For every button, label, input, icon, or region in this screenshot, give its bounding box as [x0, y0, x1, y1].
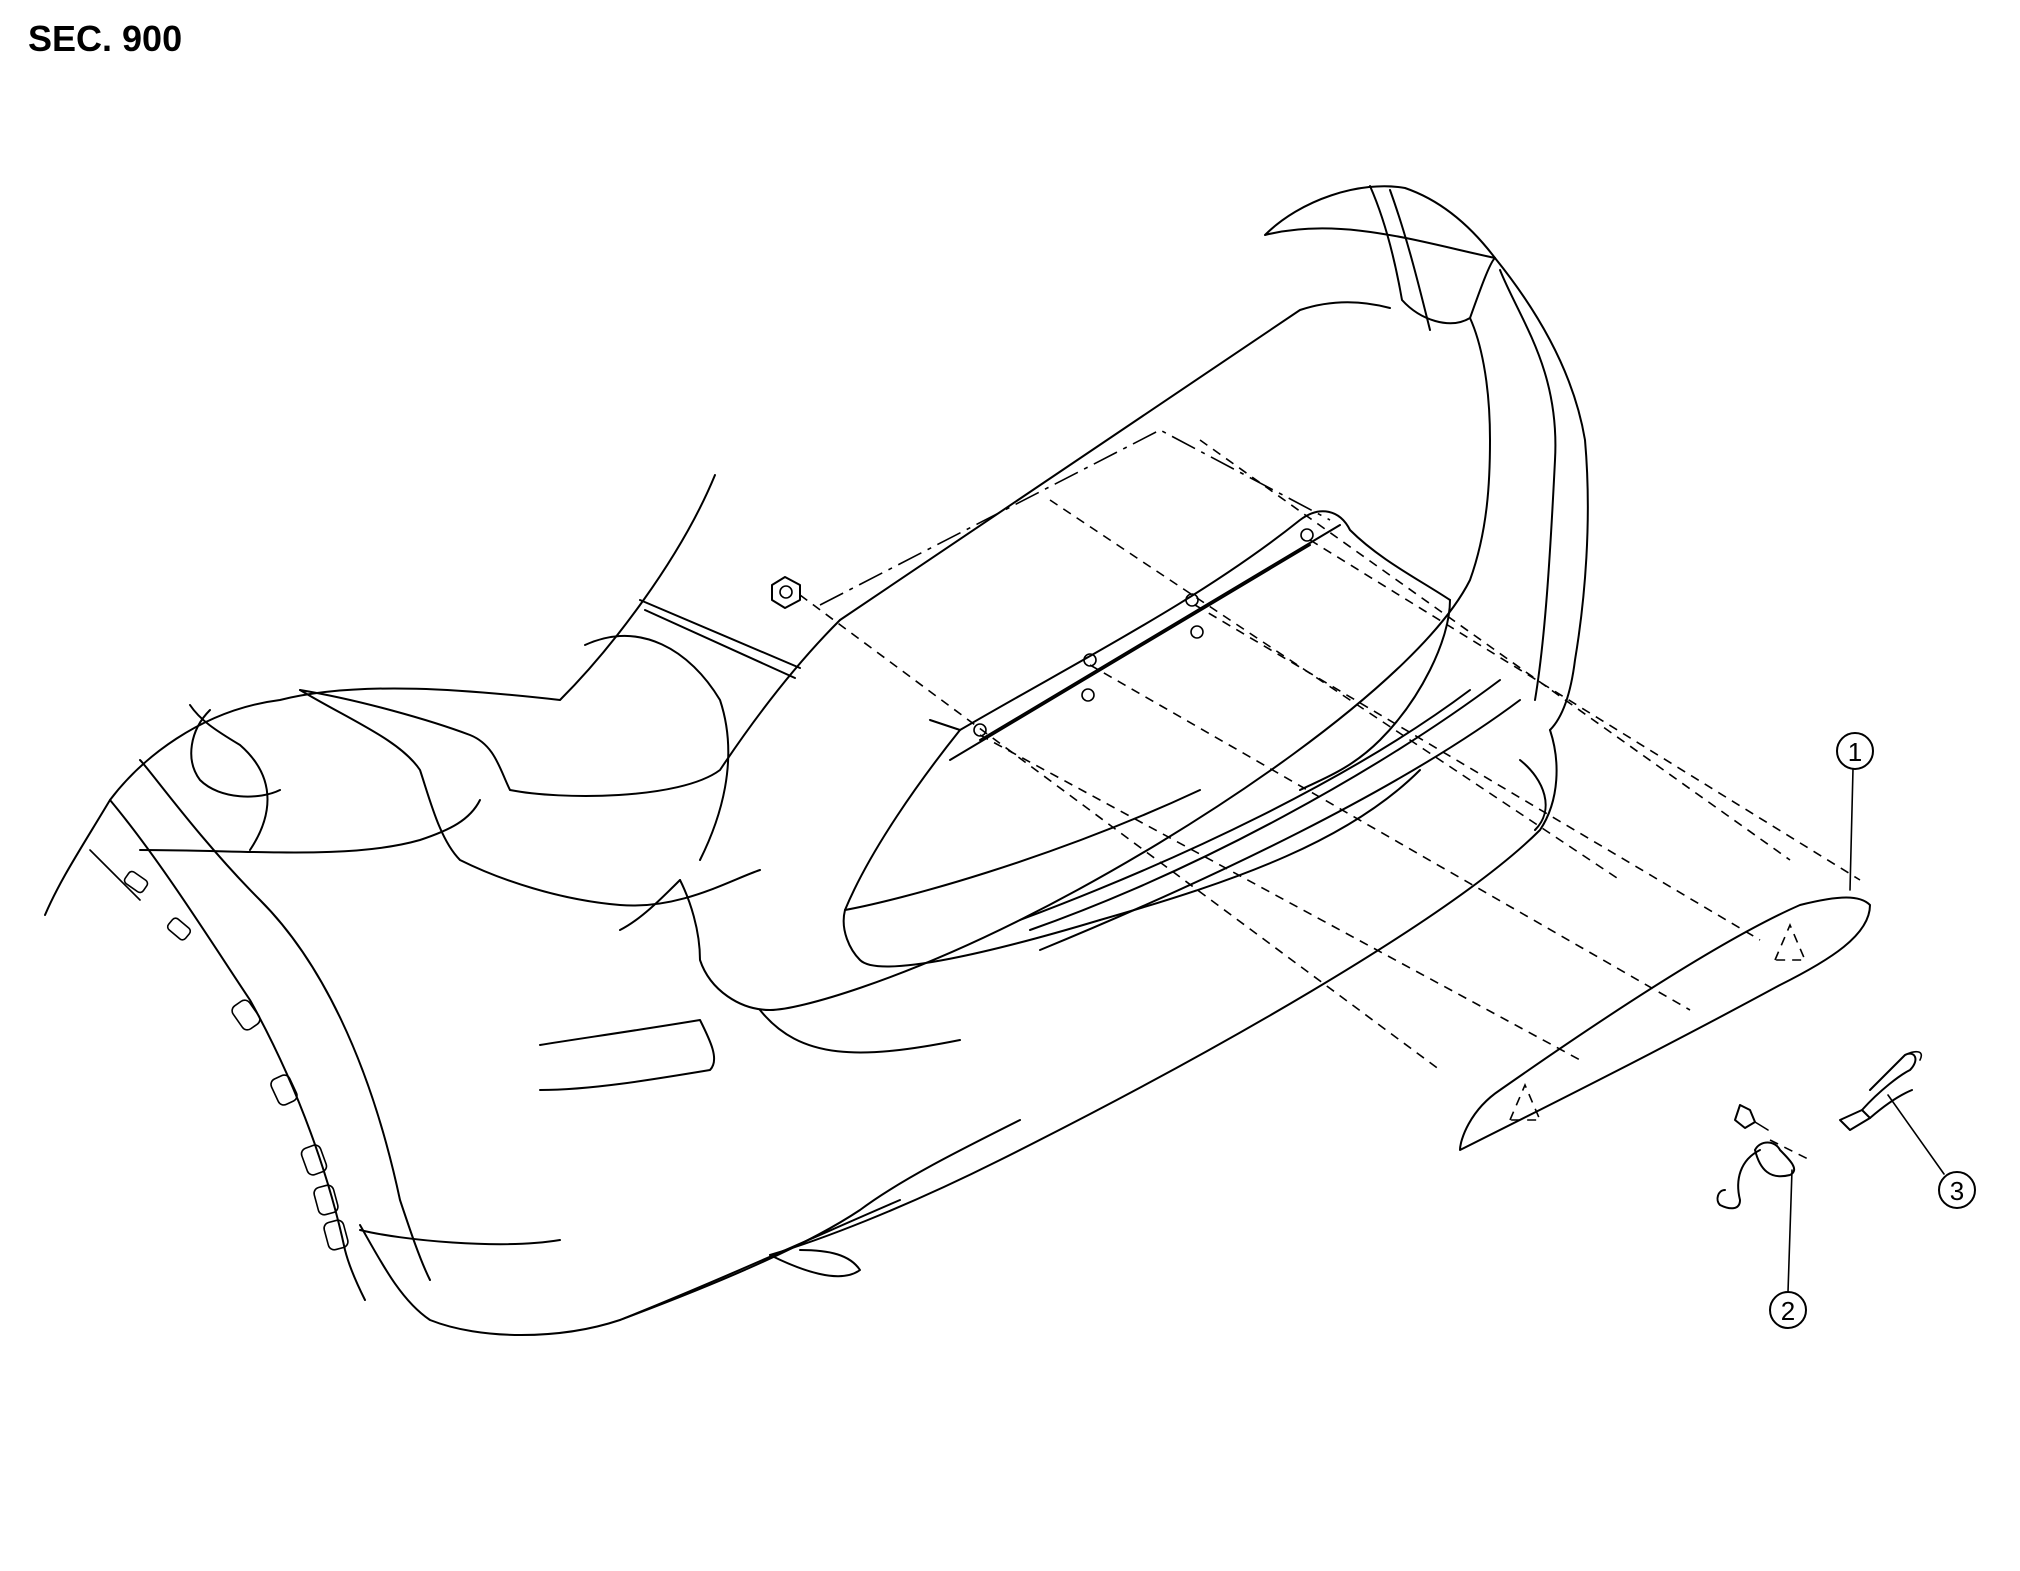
bumper-body: [44, 301, 1558, 1336]
callout-3: 3: [1887, 1094, 1976, 1209]
license-finisher-part: [1459, 896, 1871, 1151]
callout-label: 1: [1848, 737, 1862, 767]
mount-hole: [1083, 653, 1097, 667]
mount-hole: [1300, 528, 1314, 542]
assembly-lines: [799, 429, 1861, 1071]
mount-hole: [1190, 625, 1204, 639]
mount-hole: [1081, 688, 1095, 702]
bumper-side-clips: [123, 870, 349, 1251]
rear-hatch-outline: [1264, 185, 1589, 731]
mount-hole: [1185, 593, 1199, 607]
callout-label: 3: [1950, 1176, 1964, 1206]
callout-1: 1: [1836, 732, 1874, 891]
harness-clip-part: [1716, 1104, 1811, 1210]
callout-label: 2: [1781, 1296, 1795, 1326]
callout-2: 2: [1769, 1169, 1807, 1329]
nut-icon: [771, 576, 801, 609]
bracket-part: [1839, 1050, 1923, 1131]
mount-hole: [973, 723, 987, 737]
license-finisher-recess: [842, 510, 1451, 968]
section-label: SEC. 900: [28, 18, 183, 59]
